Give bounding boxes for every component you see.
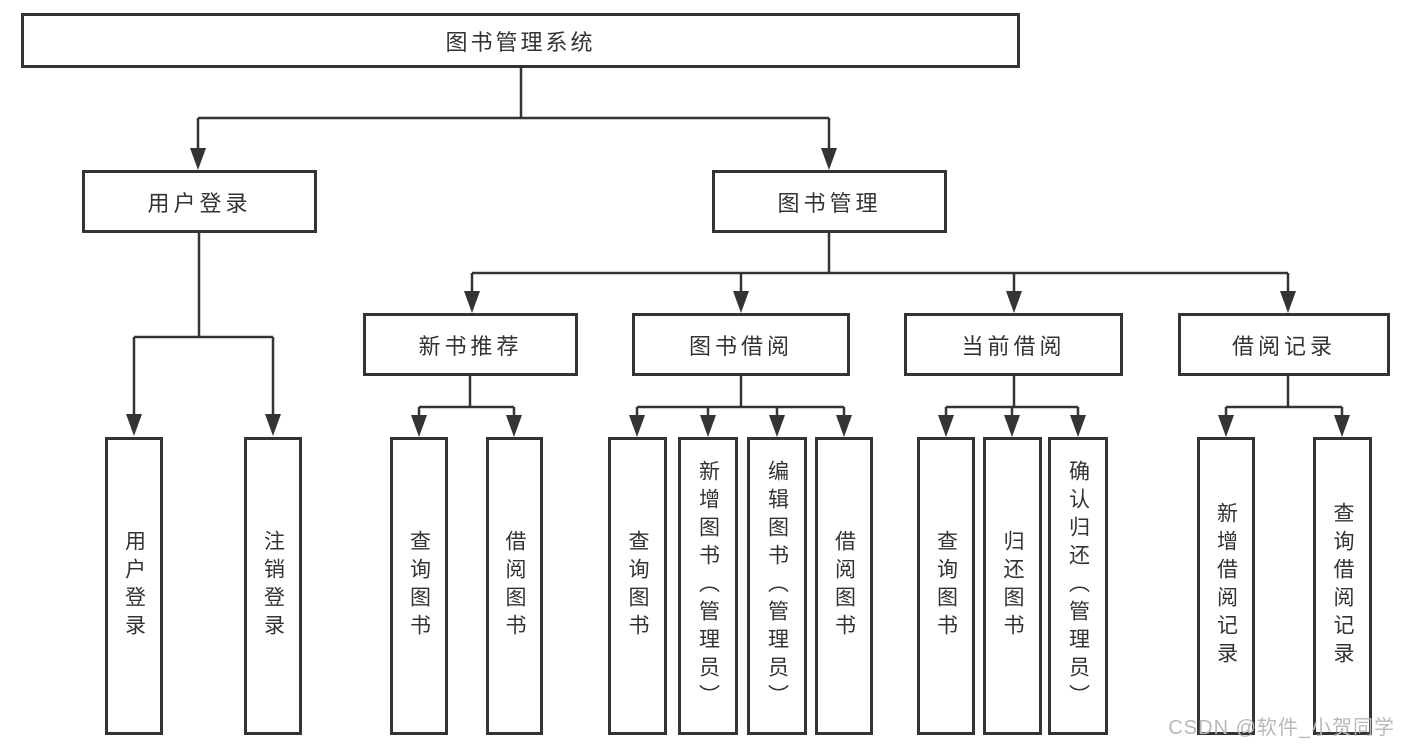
leaf-borrow-books: 借阅图书	[815, 437, 873, 735]
leaf-query-borrow-record: 查询借阅记录	[1313, 437, 1372, 735]
node-current-borrow: 当前借阅	[904, 313, 1123, 376]
leaf-edit-books-admin: 编辑图书（管理员）	[747, 437, 807, 735]
node-book-management-branch: 图书管理	[712, 170, 947, 233]
leaf-query-books-current: 查询图书	[917, 437, 975, 735]
leaf-add-books-admin: 新增图书（管理员）	[678, 437, 738, 735]
connector-recommend-split	[417, 376, 516, 418]
node-new-book-recommend: 新书推荐	[363, 313, 578, 376]
connector-management-split	[470, 233, 1290, 293]
connector-current-split	[944, 376, 1080, 418]
leaf-logout: 注销登录	[244, 437, 302, 735]
leaf-query-books-borrow: 查询图书	[608, 437, 667, 735]
connector-records-split	[1224, 376, 1344, 418]
node-library-management-system: 图书管理系统	[21, 13, 1020, 68]
node-borrow-records: 借阅记录	[1178, 313, 1390, 376]
leaf-user-login: 用户登录	[105, 437, 163, 735]
leaf-add-borrow-record: 新增借阅记录	[1197, 437, 1255, 735]
leaf-return-books: 归还图书	[983, 437, 1042, 735]
csdn-watermark: CSDN @软件_小贺同学	[1168, 717, 1395, 739]
leaf-borrow-books-recommend: 借阅图书	[486, 437, 543, 735]
node-book-borrow: 图书借阅	[632, 313, 850, 376]
leaf-query-books-recommend: 查询图书	[390, 437, 448, 735]
arrowheads	[126, 148, 1350, 437]
connector-root-split	[196, 68, 831, 150]
node-user-login-branch: 用户登录	[82, 170, 317, 233]
leaf-confirm-return-admin: 确认归还（管理员）	[1048, 437, 1108, 735]
connector-borrow-split	[635, 376, 846, 418]
connector-login-split	[132, 233, 275, 416]
